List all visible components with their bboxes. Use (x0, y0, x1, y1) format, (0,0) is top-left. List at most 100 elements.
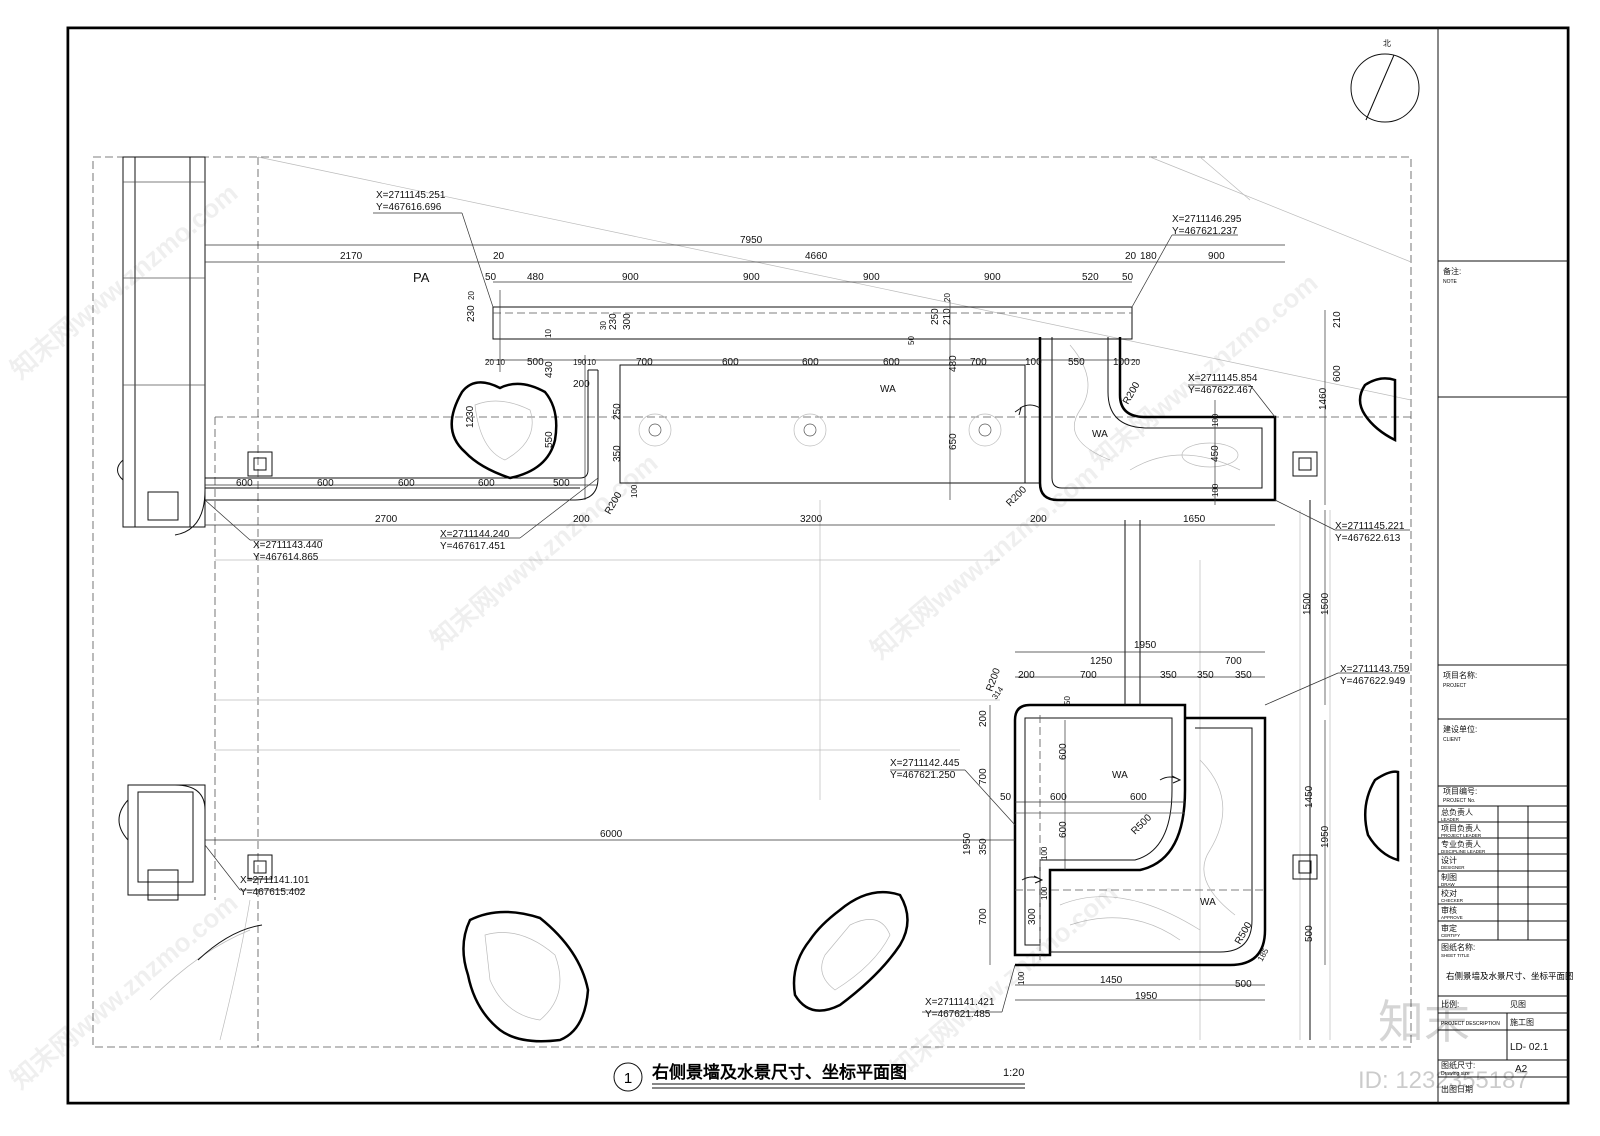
dim-text: 350 (1235, 670, 1252, 681)
dim-vertical: 250 (612, 403, 623, 420)
dim-text: 550 (1068, 357, 1085, 368)
dim-vertical: 200 (978, 710, 989, 727)
dim-vertical: 30 (599, 321, 608, 330)
dim-vertical: 210 (942, 308, 953, 325)
dim-vertical: 600 (1058, 821, 1069, 838)
dim-vertical: 200 (573, 379, 590, 390)
vertical-dimension-texts: 230 20 30 230 10 300 250 210 20 50 430 2… (465, 291, 1343, 985)
tb-note-en: NOTE (1443, 279, 1458, 285)
dim-text: 600 (478, 478, 495, 489)
tb-sheet-title-en: SHEET TITLE (1441, 953, 1469, 958)
dim-text: 500 (1235, 979, 1252, 990)
dim-text: 600 (1130, 792, 1147, 803)
coord-y: Y=467622.467 (1188, 385, 1254, 396)
boulders (450, 377, 1400, 1043)
dim-text: 700 (1080, 670, 1097, 681)
dim-vertical: 100 (1040, 846, 1049, 860)
dim-vertical: 700 (978, 768, 989, 785)
tb-role-en: DESIGNER (1441, 865, 1465, 870)
dim-text: 700 (970, 357, 987, 368)
radius-label: R500 (1129, 812, 1154, 837)
dim-vertical: 1460 (1318, 387, 1329, 410)
tb-project-cn: 项目名称: (1443, 670, 1477, 680)
dim-vertical: 1500 (1302, 592, 1313, 615)
tb-size-value: A2 (1515, 1064, 1528, 1075)
tb-project-en: PROJECT (1443, 683, 1466, 689)
dim-vertical: 600 (1058, 743, 1069, 760)
dim-vertical: 1950 (1320, 825, 1331, 848)
dim-vertical: 50 (1063, 696, 1072, 705)
dim-text: 2170 (340, 251, 363, 262)
tb-role-en: APPROVE (1441, 915, 1463, 920)
dim-text: 200 (1030, 514, 1047, 525)
dim-text: 200 (573, 514, 590, 525)
coord-y: Y=467614.865 (253, 552, 319, 563)
plan-boundary (92, 156, 1412, 1048)
dim-text: 180 (1140, 251, 1157, 262)
drawing-title-text: 右侧景墙及水景尺寸、坐标平面图 (652, 1062, 907, 1082)
tb-client-cn: 建设单位: (1443, 724, 1477, 734)
coord-y: Y=467622.949 (1340, 676, 1406, 687)
dim-vertical: 1450 (1304, 785, 1315, 808)
dim-text: 600 (802, 357, 819, 368)
coord-x: X=2711145.221 (1335, 521, 1405, 532)
dim-text: 900 (743, 272, 760, 283)
coord-x: X=2711145.854 (1188, 373, 1258, 384)
coord-y: Y=467616.696 (376, 202, 442, 213)
tb-projno-en: PROJECT No. (1443, 798, 1475, 804)
dim-vertical: 100 (1017, 971, 1026, 985)
tb-scale-value: 见图 (1510, 1000, 1526, 1009)
dim-vertical: 450 (1210, 445, 1221, 462)
leader-lines (204, 212, 1410, 1013)
tb-projno-cn: 项目编号: (1443, 786, 1477, 796)
drawing-title: 1 右侧景墙及水景尺寸、坐标平面图 1:20 (613, 1062, 1025, 1092)
north-label: 北 (1383, 39, 1391, 48)
watermark-text: 知末网www.znzmo.com (865, 457, 1104, 664)
radius-labels: R200 R200 R200 R200 R500 R500 (603, 380, 1255, 947)
tb-role-en: DRAW (1441, 882, 1455, 887)
dim-vertical: 1950 (962, 832, 973, 855)
dim-text: 700 (1225, 656, 1242, 667)
tb-sheet-no: LD- 02.1 (1510, 1042, 1549, 1053)
dim-text: 20 (1131, 358, 1140, 367)
dim-vertical: 700 (978, 908, 989, 925)
dim-text: 600 (722, 357, 739, 368)
dim-vertical: 1230 (465, 405, 476, 428)
drawing-number: 1 (624, 1070, 632, 1087)
context-lines (149, 156, 1412, 1041)
tb-desc-label: PROJECT DESCRIPTION (1441, 1021, 1500, 1027)
dim-text: 500 (553, 478, 570, 489)
dim-text: 1650 (1183, 514, 1206, 525)
dim-text: 1250 (1090, 656, 1113, 667)
dim-text: 190 (573, 358, 587, 367)
coord-x: X=2711146.295 (1172, 214, 1242, 225)
tb-size-en: Drawing size (1441, 1071, 1470, 1077)
dim-text: 900 (1208, 251, 1225, 262)
tb-date-label: 出图日期 (1441, 1084, 1473, 1094)
water-feature-upper (1038, 337, 1277, 502)
wa-label-wall: WA (880, 384, 896, 395)
dim-text: 900 (984, 272, 1001, 283)
dim-text: 600 (398, 478, 415, 489)
water-feature-lower (1013, 500, 1311, 1040)
tb-role-en: DISCIPLINE LEADER (1441, 849, 1486, 854)
tb-role-en: CERTIFY (1441, 933, 1460, 938)
dim-vertical: 185 (1256, 946, 1271, 963)
watermark-id: ID: 1232355187 (1358, 1067, 1529, 1094)
tb-role-cn: 校对 (1441, 888, 1457, 898)
dim-text: 100 (1025, 357, 1042, 368)
dim-text: 900 (863, 272, 880, 283)
dim-text: 900 (622, 272, 639, 283)
dim-long: 6000 (600, 829, 623, 840)
dim-text: 600 (317, 478, 334, 489)
wa-label-upper: WA (1092, 429, 1108, 440)
watermark-text: 知末网www.znzmo.com (5, 177, 244, 384)
wa-label-lower-left: WA (1112, 770, 1128, 781)
wa-label-lower-right: WA (1200, 897, 1216, 908)
dim-vertical: 250 (930, 308, 941, 325)
tb-role-en: CHECKER (1441, 898, 1464, 903)
coord-x: X=2711144.240 (440, 529, 510, 540)
dimension-lines (205, 244, 1326, 1001)
dim-text: 600 (1050, 792, 1067, 803)
dim-text: 700 (636, 357, 653, 368)
